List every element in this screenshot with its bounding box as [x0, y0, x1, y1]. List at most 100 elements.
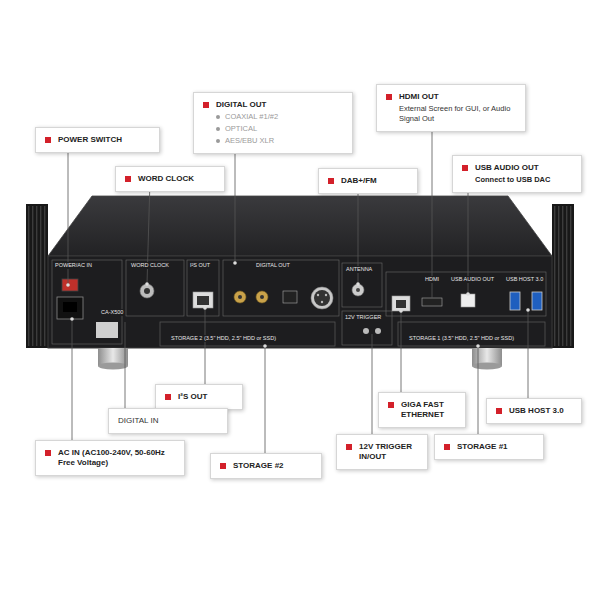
ethernet-port [392, 296, 410, 311]
leader-dot [466, 292, 470, 296]
antenna-pin [356, 288, 360, 292]
callout-heading: HDMI OUT [399, 92, 439, 102]
coaxial-pin [238, 295, 242, 299]
coaxial-jack [256, 291, 268, 303]
leader-dot [203, 306, 207, 310]
foot-base [472, 363, 502, 370]
rj45-socket [197, 296, 209, 305]
leader-line [265, 346, 266, 465]
sub-row: External Screen for GUI, or Audio Signal… [399, 104, 517, 124]
heading-row: GIGA FAST ETHERNET [388, 400, 457, 420]
leader-line [528, 310, 529, 410]
red-square-bullet [462, 165, 468, 171]
callout-box: I²S OUT [155, 384, 243, 410]
grey-dot-bullet [216, 127, 220, 131]
heading-row: HDMI OUT [386, 92, 517, 102]
callout-detail: External Screen for GUI, or Audio Signal… [399, 104, 517, 124]
xlr-pin [321, 301, 323, 303]
leader-line [125, 322, 126, 420]
heatsink-fin [44, 206, 45, 346]
usb-b-port [461, 294, 475, 307]
leader-dot [145, 282, 149, 286]
sub-row: COAXIAL #1/#2 [216, 112, 344, 122]
section-outline [342, 263, 382, 307]
grey-dot-bullet [216, 139, 220, 143]
panel-label: DIGITAL OUT [255, 262, 291, 269]
red-square-bullet [328, 178, 334, 184]
leader-dot [70, 317, 74, 321]
heatsink-fin [558, 206, 559, 346]
rj45-port [193, 292, 213, 308]
xlr-socket [314, 290, 330, 306]
panel-label: POWER/AC IN [54, 262, 93, 269]
heatsink-fin [40, 206, 41, 346]
callout-detail: COAXIAL #1/#2 [225, 112, 278, 122]
callout-box: AC IN (AC100-240V, 50-60Hz Free Voltage) [35, 440, 185, 476]
leader-line [205, 308, 206, 396]
red-square-bullet [45, 450, 51, 456]
section-outline [342, 311, 392, 345]
callout-box: WORD CLOCK [115, 166, 225, 192]
leader-dot [526, 308, 530, 312]
heading-row: POWER SWITCH [45, 135, 151, 145]
trigger-jack [375, 328, 381, 334]
leader-line [401, 311, 402, 405]
callout-heading: DIGITAL OUT [216, 100, 266, 110]
red-square-bullet [496, 408, 502, 414]
heatsink-fin [28, 206, 29, 346]
callout-box: STORAGE #2 [210, 453, 322, 479]
leader-dot [356, 282, 360, 286]
callout-box: STORAGE #1 [434, 434, 544, 460]
heading-row: STORAGE #1 [444, 442, 535, 452]
sub-row: AES/EBU XLR [216, 136, 344, 146]
heading-row: USB AUDIO OUT [462, 163, 573, 173]
optical-port [283, 291, 297, 303]
heading-row: DIGITAL IN [118, 416, 219, 426]
xlr-pin [317, 294, 319, 296]
panel-label: USB HOST 3.0 [505, 276, 544, 283]
coaxial-pin [260, 295, 264, 299]
red-square-bullet [386, 94, 392, 100]
leader-line [478, 346, 479, 445]
callout-box: USB HOST 3.0 [486, 398, 582, 424]
leader-dot [476, 344, 480, 348]
callout-heading: USB AUDIO OUT [475, 163, 539, 173]
heading-row: DAB+/FM [328, 176, 409, 186]
callout-heading: GIGA FAST ETHERNET [401, 400, 457, 420]
callout-detail: OPTICAL [225, 124, 257, 134]
panel-label: ANTENNA [345, 266, 373, 273]
ac-inlet [57, 297, 83, 319]
leader-line [372, 334, 373, 450]
usb-a-port [532, 292, 542, 310]
red-square-bullet [203, 102, 209, 108]
chassis-top [48, 196, 552, 256]
panel-label: 12V TRIGGER [344, 314, 382, 321]
callout-box: GIGA FAST ETHERNET [378, 392, 466, 428]
heading-row: WORD CLOCK [125, 174, 216, 184]
leader-dot [233, 261, 237, 265]
heading-row: DIGITAL OUT [203, 100, 344, 110]
hdmi-port [422, 298, 442, 306]
leader-dot [263, 344, 267, 348]
callout-box: HDMI OUT External Screen for GUI, or Audi… [376, 84, 526, 132]
xlr-connector [311, 287, 333, 309]
callout-box: DAB+/FM [318, 168, 418, 194]
heatsink-fin [554, 206, 555, 346]
heatsink-fin [36, 206, 37, 346]
storage-bay [160, 322, 335, 346]
callout-heading: DAB+/FM [341, 176, 377, 186]
heading-row: AC IN (AC100-240V, 50-60Hz Free Voltage) [45, 448, 176, 468]
callout-heading: STORAGE #2 [233, 461, 284, 471]
heading-row: I²S OUT [165, 392, 234, 402]
foot-base [98, 363, 128, 370]
callout-heading: I²S OUT [178, 392, 207, 402]
red-square-bullet [444, 444, 450, 450]
callout-box: 12V TRIGGER IN/OUT [336, 434, 428, 470]
red-square-bullet [125, 176, 131, 182]
heatsink-fin [562, 206, 563, 346]
section-outline [187, 260, 219, 316]
callout-detail: AES/EBU XLR [225, 136, 274, 146]
heading-row: 12V TRIGGER IN/OUT [346, 442, 419, 462]
panel-label: I²S OUT [189, 262, 211, 269]
leader-dot [399, 309, 403, 313]
